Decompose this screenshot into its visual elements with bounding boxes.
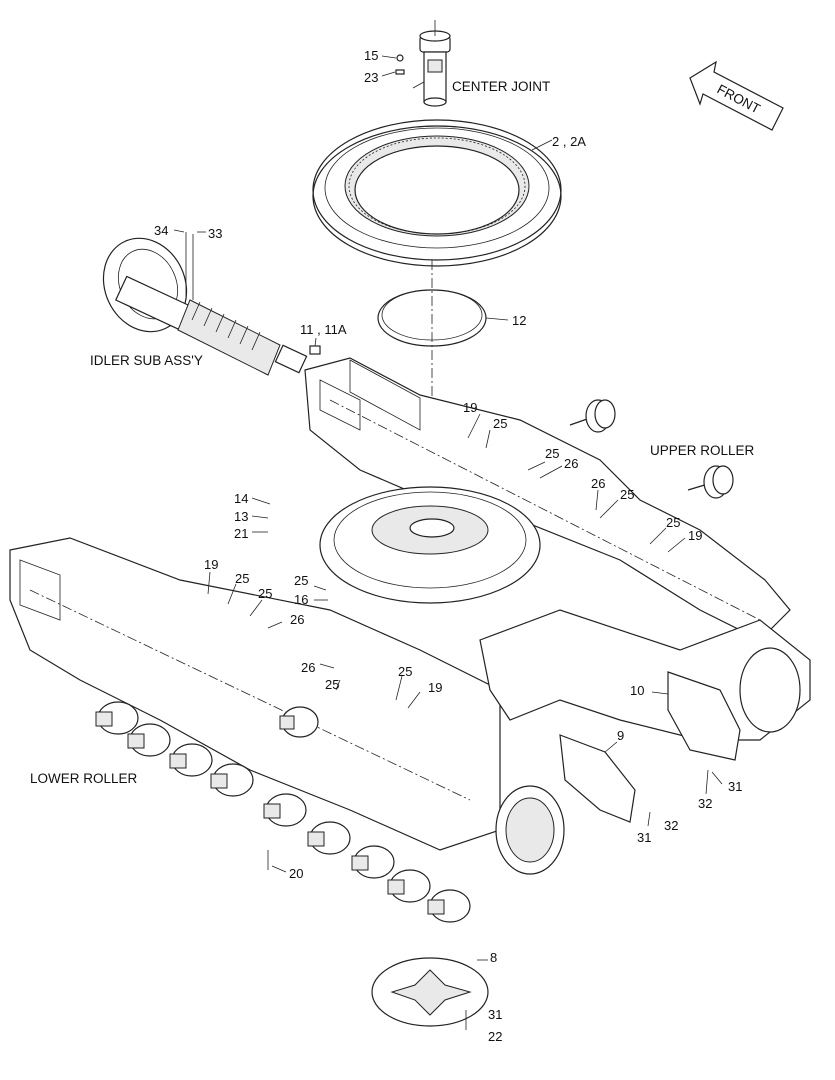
- washer-23: [395, 69, 405, 75]
- upper-roller-2: [687, 465, 734, 499]
- front-arrow: FRONT: [689, 60, 784, 131]
- lower-rollers: [95, 701, 471, 923]
- callout-8: 8: [490, 950, 497, 965]
- callout-9: 9: [617, 728, 624, 743]
- upper-roller-1: [569, 399, 616, 433]
- upper-roller-label: UPPER ROLLER: [650, 443, 755, 458]
- callout-25-a: 25: [493, 416, 507, 431]
- callout-14: 14: [234, 491, 248, 506]
- cover-plate-8: [371, 957, 489, 1027]
- callout-34: 34: [154, 223, 168, 238]
- callout-31-b: 31: [637, 830, 651, 845]
- callout-25-e: 25: [235, 571, 249, 586]
- callout-2-2a: 2 , 2A: [552, 134, 586, 149]
- callout-16: 16: [294, 592, 308, 607]
- callout-12: 12: [512, 313, 526, 328]
- callout-26-b: 26: [591, 476, 605, 491]
- callout-21: 21: [234, 526, 248, 541]
- callout-20: 20: [289, 866, 303, 881]
- center-joint-label: CENTER JOINT: [452, 79, 550, 94]
- center-frame-turntable: [319, 486, 541, 604]
- idler-sub-assembly: [102, 237, 308, 376]
- callout-25-g: 25: [258, 586, 272, 601]
- callout-25-h: 25: [325, 677, 339, 692]
- callout-22: 22: [488, 1029, 502, 1044]
- bolt-15: [396, 54, 404, 62]
- callout-26-a: 26: [564, 456, 578, 471]
- grease-fitting-11: [309, 345, 321, 355]
- callout-19-a: 19: [463, 400, 477, 415]
- callout-25-d: 25: [666, 515, 680, 530]
- callout-19-c: 19: [204, 557, 218, 572]
- center-joint-part: [412, 20, 451, 107]
- cover-9: [559, 734, 636, 823]
- callout-32-a: 32: [698, 796, 712, 811]
- callout-25-b: 25: [545, 446, 559, 461]
- swing-bearing-ring: [312, 119, 562, 267]
- callout-19-d: 19: [428, 680, 442, 695]
- cover-10: [667, 671, 741, 761]
- lower-roller-label: LOWER ROLLER: [30, 771, 138, 786]
- callout-32-b: 32: [664, 818, 678, 833]
- leader-lines: [207, 413, 723, 827]
- callout-25-i: 25: [398, 664, 412, 679]
- idler-sub-assy-label: IDLER SUB ASS'Y: [90, 353, 203, 368]
- callout-15: 15: [364, 48, 378, 63]
- callout-31-c: 31: [488, 1007, 502, 1022]
- callout-10: 10: [630, 683, 644, 698]
- callout-23: 23: [364, 70, 378, 85]
- callout-25-c: 25: [620, 487, 634, 502]
- callout-26-d: 26: [301, 660, 315, 675]
- callout-13: 13: [234, 509, 248, 524]
- callout-25-f: 25: [294, 573, 308, 588]
- callout-19-b: 19: [688, 528, 702, 543]
- callout-31-a: 31: [728, 779, 742, 794]
- callout-11-11a: 11 , 11A: [300, 322, 347, 337]
- callout-26-c: 26: [290, 612, 304, 627]
- callout-33: 33: [208, 226, 222, 241]
